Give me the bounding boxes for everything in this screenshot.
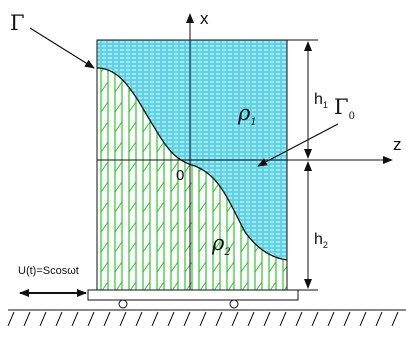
- gamma0-label: Γ0: [334, 95, 355, 122]
- rho-upper-label: ρ1: [237, 101, 257, 128]
- free-surface-curve: [96, 67, 288, 261]
- cart-wheel-right: [229, 299, 239, 309]
- gamma0-subscript: 0: [349, 111, 355, 122]
- h2-subscript: 2: [323, 240, 328, 250]
- gamma0-main: Γ: [334, 95, 349, 119]
- rho-upper-main: ρ: [237, 101, 251, 125]
- h2-main: h: [314, 231, 323, 248]
- ground-hatching: [7, 311, 399, 327]
- rho-lower-subscript: 2: [223, 247, 230, 258]
- origin-label: 0: [176, 167, 184, 184]
- cart-platform: [87, 289, 299, 301]
- cart-wheel-left: [118, 299, 128, 309]
- lower-fluid-region: [97, 68, 287, 290]
- h2-label: h2: [314, 231, 328, 250]
- gamma-label: Γ: [10, 11, 25, 35]
- rho-upper-subscript: 1: [250, 117, 256, 128]
- h1-subscript: 1: [323, 100, 328, 110]
- gamma-pointer-arrow: [29, 27, 95, 69]
- excitation-label: U(t)=Scosωt: [18, 265, 79, 277]
- z-axis-label: z: [393, 135, 402, 154]
- rho-lower-label: ρ2: [211, 231, 231, 258]
- rho-lower-main: ρ: [211, 231, 225, 255]
- h1-main: h: [314, 91, 323, 108]
- x-axis-label: x: [200, 9, 209, 28]
- gamma0-pointer-arrow: [257, 123, 339, 167]
- h1-label: h1: [314, 91, 328, 110]
